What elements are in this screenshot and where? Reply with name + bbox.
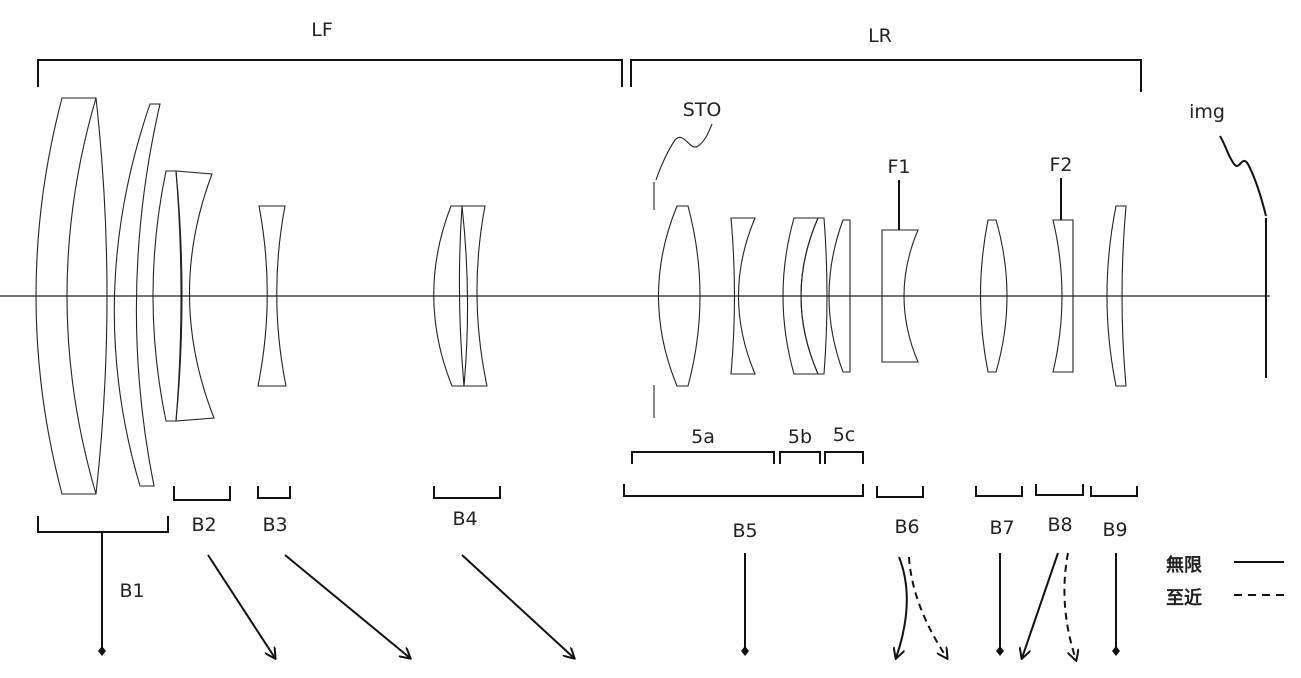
label-5a: 5a xyxy=(691,426,715,448)
lens-f1: F1 xyxy=(882,156,918,362)
lens-f2: F2 xyxy=(1049,154,1073,372)
arrow-b2 xyxy=(208,555,275,658)
lr-label: LR xyxy=(868,25,892,47)
bracket-5c xyxy=(825,452,863,464)
label-b4: B4 xyxy=(452,508,477,530)
fixed-marker-b9 xyxy=(1112,553,1120,656)
bracket-b9 xyxy=(1091,486,1137,496)
label-5c: 5c xyxy=(833,424,856,446)
bracket-b7 xyxy=(976,486,1022,496)
aperture-stop: STO xyxy=(654,99,721,418)
svg-text:F1: F1 xyxy=(887,156,910,178)
bracket-b6 xyxy=(877,486,923,497)
label-b8: B8 xyxy=(1047,514,1072,536)
fixed-marker-b7 xyxy=(996,553,1004,656)
label-5b: 5b xyxy=(788,426,812,448)
arrow-b6-close xyxy=(909,557,947,658)
label-b2: B2 xyxy=(191,514,216,536)
svg-text:img: img xyxy=(1189,101,1225,123)
legend: 無限 至近 xyxy=(1166,554,1284,609)
arrow-b6-infinity xyxy=(896,557,907,658)
bracket-b8 xyxy=(1036,484,1083,495)
bracket-5b xyxy=(780,452,820,464)
legend-close-label: 至近 xyxy=(1166,587,1202,609)
bracket-5a xyxy=(632,452,774,464)
bracket-b5 xyxy=(624,484,863,496)
label-b7: B7 xyxy=(989,517,1014,539)
legend-infinity-label: 無限 xyxy=(1166,554,1203,576)
svg-text:F2: F2 xyxy=(1049,154,1072,176)
label-b5: B5 xyxy=(732,520,757,542)
bracket-b3 xyxy=(258,486,290,498)
fixed-marker-b5 xyxy=(741,553,749,656)
arrow-b8-close xyxy=(1064,553,1076,660)
bracket-b4 xyxy=(434,486,500,498)
lf-label: LF xyxy=(311,19,333,41)
svg-text:STO: STO xyxy=(683,99,722,121)
bracket-b1 xyxy=(38,516,168,532)
bracket-b2 xyxy=(174,486,230,500)
arrow-b4 xyxy=(462,555,574,658)
label-b6: B6 xyxy=(894,516,919,538)
image-plane: img xyxy=(1189,101,1266,378)
arrow-b8-infinity xyxy=(1022,553,1058,658)
lf-bracket xyxy=(38,60,622,87)
label-b1: B1 xyxy=(119,580,144,602)
lr-bracket xyxy=(631,60,1141,92)
label-b9: B9 xyxy=(1102,519,1127,541)
arrow-b3 xyxy=(285,555,410,658)
fixed-marker-b1 xyxy=(98,532,106,656)
label-b3: B3 xyxy=(262,514,287,536)
